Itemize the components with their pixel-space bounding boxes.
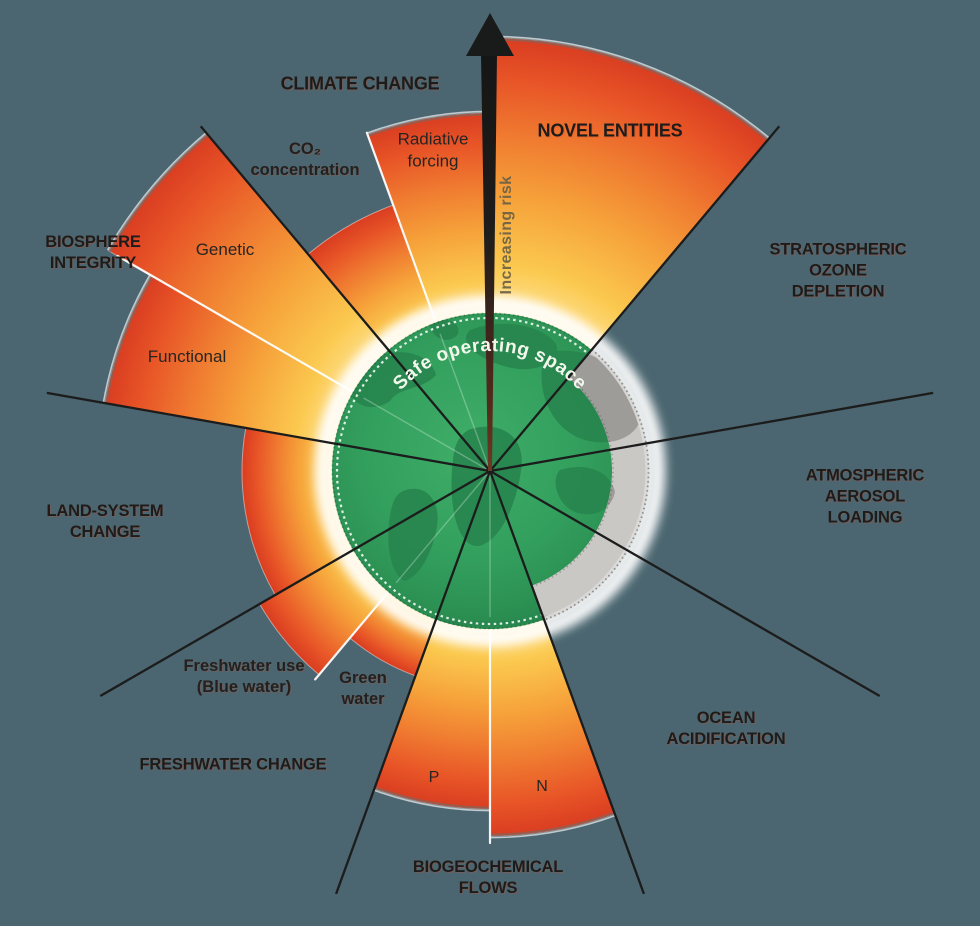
increasing-risk-arrow	[466, 13, 514, 471]
arrow-head-icon	[466, 13, 514, 56]
